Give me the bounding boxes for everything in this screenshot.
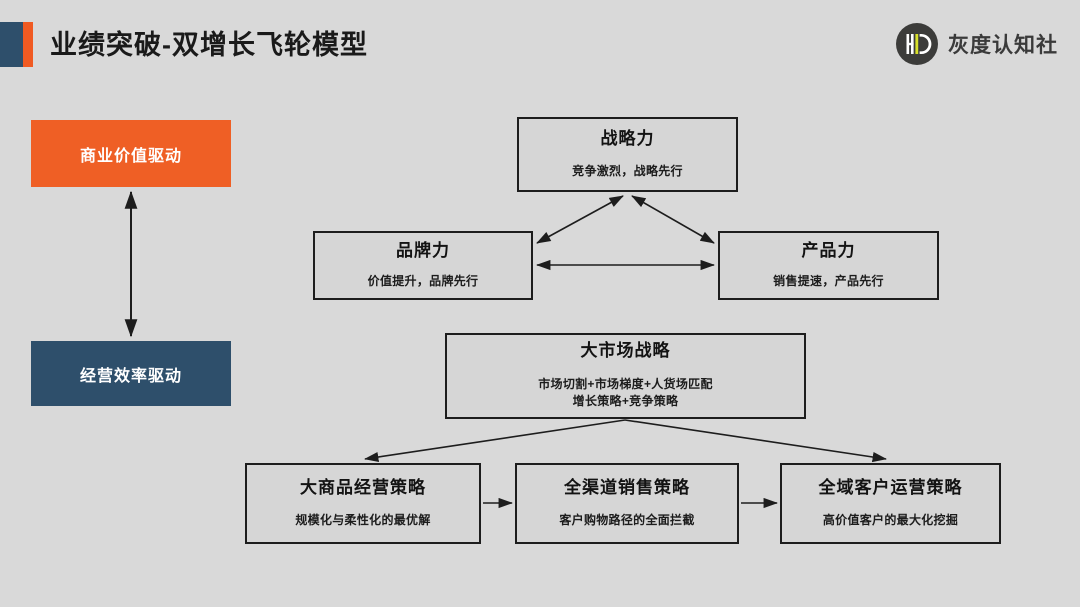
node-subtitle-omnichannel-sales-strategy: 客户购物路径的全面拦截	[559, 513, 695, 527]
node-big-market-strategy[interactable]: 大市场战略 市场切割+市场梯度+人货场匹配 增长策略+竞争策略	[445, 333, 806, 419]
node-subtitle-goods-operation-strategy: 规模化与柔性化的最优解	[295, 513, 431, 527]
node-title-brand-power: 品牌力	[396, 241, 450, 261]
accent-bar-orange	[23, 22, 33, 67]
node-title-strategy-power: 战略力	[600, 128, 655, 148]
node-subtitle-brand-power: 价值提升，品牌先行	[367, 273, 479, 288]
node-brand-power[interactable]: 品牌力 价值提升，品牌先行	[313, 231, 533, 300]
hd-monogram-icon	[896, 23, 938, 65]
node-strategy-power[interactable]: 战略力 竞争激烈，战略先行	[517, 117, 738, 192]
title-accent-bar	[0, 22, 33, 67]
driver-label-operating-efficiency: 经营效率驱动	[79, 367, 182, 385]
node-subtitle-big-market-strategy-line1: 市场切割+市场梯度+人货场匹配	[538, 376, 713, 391]
node-subtitle-big-market-strategy-line2: 增长策略+竞争策略	[572, 394, 679, 409]
page-title: 业绩突破-双增长飞轮模型	[50, 30, 368, 60]
arrow-market-goods	[364, 419, 626, 463]
node-title-product-power: 产品力	[801, 241, 856, 261]
arrow-brand-strategy	[536, 195, 624, 244]
driver-label-business-value: 商业价值驱动	[79, 147, 182, 165]
node-subtitle-product-power: 销售提速，产品先行	[773, 273, 884, 288]
node-goods-operation-strategy[interactable]: 大商品经营策略 规模化与柔性化的最优解	[245, 463, 481, 544]
node-omnichannel-sales-strategy[interactable]: 全渠道销售策略 客户购物路径的全面拦截	[515, 463, 739, 544]
node-title-big-market-strategy: 大市场战略	[580, 341, 671, 361]
arrow-market-customer	[624, 419, 887, 463]
brand-logo: 灰度认知社	[895, 22, 1058, 66]
driver-box-operating-efficiency[interactable]: 经营效率驱动	[31, 341, 231, 406]
node-product-power[interactable]: 产品力 销售提速，产品先行	[718, 231, 939, 300]
accent-bar-blue	[0, 22, 23, 67]
driver-box-business-value[interactable]: 商业价值驱动	[31, 120, 231, 187]
node-full-domain-customer-strategy[interactable]: 全域客户运营策略 高价值客户的最大化挖掘	[780, 463, 1001, 544]
node-title-omnichannel-sales-strategy: 全渠道销售策略	[564, 477, 690, 497]
node-title-full-domain-customer-strategy: 全域客户运营策略	[818, 477, 963, 497]
node-subtitle-strategy-power: 竞争激烈，战略先行	[572, 164, 683, 178]
node-title-goods-operation-strategy: 大商品经营策略	[300, 477, 426, 497]
node-subtitle-full-domain-customer-strategy: 高价值客户的最大化挖掘	[822, 513, 959, 527]
arrow-product-strategy	[631, 195, 715, 244]
brand-name: 灰度认知社	[948, 34, 1058, 57]
